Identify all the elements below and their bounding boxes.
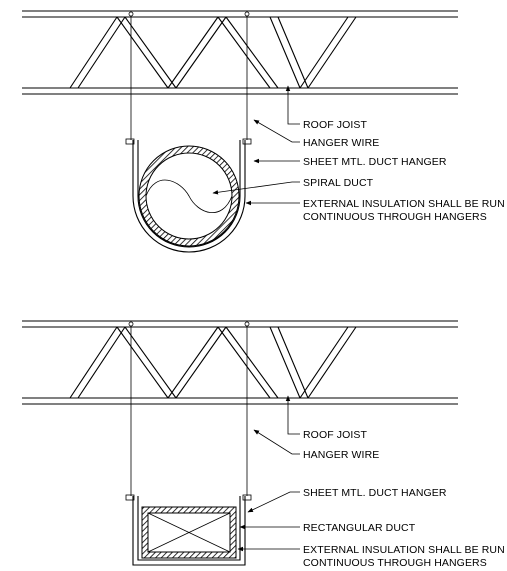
- label-insulation-line1: EXTERNAL INSULATION SHALL BE RUN: [303, 198, 505, 210]
- roof-joist-bottom-chord: [22, 87, 458, 95]
- hanger-wire: [128, 11, 250, 140]
- spiral-duct: [138, 145, 240, 247]
- label-insulation-line1: EXTERNAL INSULATION SHALL BE RUN: [303, 544, 505, 556]
- label-roof-joist: ROOF JOIST: [303, 119, 367, 131]
- label-duct-hanger: SHEET MTL. DUCT HANGER: [303, 487, 447, 499]
- label-insulation-line2: CONTINUOUS THROUGH HANGERS: [303, 557, 487, 569]
- roof-joist-top-chord: [22, 320, 458, 328]
- label-spiral-duct: SPIRAL DUCT: [303, 177, 374, 189]
- detail-spiral-duct: ROOF JOIST HANGER WIRE SHEET MTL. DUCT H…: [22, 10, 505, 253]
- rectangular-duct: [141, 506, 237, 559]
- hanger-wire: [128, 321, 250, 496]
- roof-joist-top-chord: [22, 10, 458, 18]
- label-hanger-wire: HANGER WIRE: [303, 137, 379, 149]
- label-hanger-wire: HANGER WIRE: [303, 449, 379, 461]
- label-roof-joist: ROOF JOIST: [303, 429, 367, 441]
- roof-joist-web: [69, 326, 357, 399]
- sheet-metal-duct-hanger: [125, 138, 252, 253]
- label-rectangular-duct: RECTANGULAR DUCT: [303, 522, 416, 534]
- detail-rectangular-duct: ROOF JOIST HANGER WIRE SHEET MTL. DUCT H…: [22, 320, 505, 569]
- detail1-leaders: [212, 85, 300, 206]
- roof-joist-web: [69, 16, 357, 89]
- label-insulation-line2: CONTINUOUS THROUGH HANGERS: [303, 211, 487, 223]
- label-duct-hanger: SHEET MTL. DUCT HANGER: [303, 156, 447, 168]
- detail2-leaders: [237, 395, 300, 552]
- roof-joist-bottom-chord: [22, 397, 458, 405]
